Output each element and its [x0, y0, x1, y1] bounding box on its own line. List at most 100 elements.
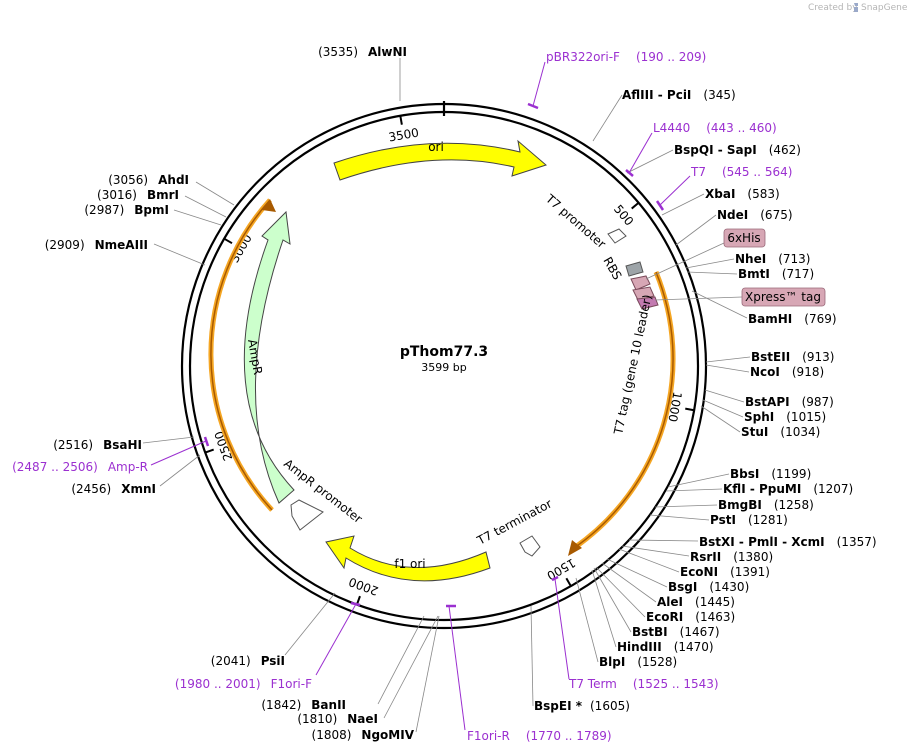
rbs-box [625, 261, 644, 277]
leader-bsteii [705, 356, 751, 363]
site-ahdi[interactable]: (3056)AhdI [108, 173, 189, 187]
f1-ori-feature[interactable] [325, 535, 491, 582]
leader-amp-r [150, 440, 207, 466]
primer-mark-t7 [655, 200, 665, 211]
t7-terminator-label: T7 terminator [474, 497, 554, 549]
site-nhei[interactable]: NheI(713) [735, 252, 810, 266]
tick-label: 500 [611, 202, 636, 229]
ampr-label: AmpR [245, 338, 265, 376]
site-banii[interactable]: (1842)BanII [261, 698, 346, 712]
site-psii[interactable]: (2041)PsiI [211, 654, 285, 668]
site-hindiii[interactable]: HindIII(1470) [617, 640, 714, 654]
primer-l4440[interactable]: L4440(443 .. 460) [653, 121, 777, 135]
site-nmeaiii[interactable]: (2909)NmeAIII [45, 238, 148, 252]
site-stui[interactable]: StuI(1034) [741, 425, 820, 439]
ampr-promoter-arrow [290, 499, 324, 531]
ampr-feature[interactable] [243, 210, 295, 504]
6xhis-tag-label: 6xHis [727, 231, 760, 245]
tick-mark [565, 577, 572, 587]
primer-mark-t7-term [551, 575, 559, 582]
leader-ecori [595, 566, 646, 618]
site-bmgbi[interactable]: BmgBI(1258) [718, 498, 814, 512]
site-kfli[interactable]: KflI - PpuMI(1207) [723, 482, 853, 496]
site-bbsi[interactable]: BbsI(1199) [730, 467, 811, 481]
leader-hindiii [591, 569, 617, 648]
site-psti[interactable]: PstI(1281) [710, 513, 788, 527]
tag-arrow-2 [632, 286, 655, 301]
site-bstxi[interactable]: BstXI - PmlI - XcmI(1357) [699, 535, 877, 549]
site-bmti[interactable]: BmtI(717) [738, 267, 814, 281]
t7-tag-arrowhead [568, 540, 582, 556]
leader-ahdi [195, 181, 235, 206]
site-ncoi[interactable]: NcoI(918) [750, 365, 824, 379]
ori-feature[interactable] [333, 139, 548, 181]
site-ngomiv[interactable]: (1808)NgoMIV [312, 728, 415, 742]
site-xbai[interactable]: XbaI(583) [705, 187, 780, 201]
site-bamhi[interactable]: BamHI(769) [748, 312, 837, 326]
site-blpi[interactable]: BlpI(1528) [599, 655, 677, 669]
leader-bmti [686, 271, 738, 275]
leader-bstxi [628, 539, 699, 542]
plasmid-name: pThom77.3 [400, 344, 488, 360]
leader-6xhis [645, 242, 725, 280]
ampr-orange-feature [210, 199, 273, 511]
site-sphi[interactable]: SphI(1015) [744, 410, 826, 424]
site-bpmi[interactable]: (2987)BpmI [84, 203, 169, 217]
t7-tag-feature[interactable] [573, 271, 674, 549]
site-bsahi[interactable]: (2516)BsaHI [53, 438, 142, 452]
xpress-tag-label: Xpress™ tag [745, 290, 821, 304]
tick-mark [685, 407, 695, 412]
t7-promoter-label: T7 promoter [542, 191, 608, 251]
leader-bstbi [593, 567, 632, 633]
site-ndei[interactable]: NdeI(675) [717, 208, 793, 222]
credit-prefix: Created by [808, 3, 858, 13]
leader-econi [618, 548, 680, 573]
leader-alei [601, 562, 657, 603]
site-econi[interactable]: EcoNI(1391) [680, 565, 770, 579]
tick-mark [204, 448, 215, 454]
site-aflIII[interactable]: AflIII - PciI(345) [622, 88, 736, 102]
leader-sphi [702, 399, 744, 418]
site-bmri[interactable]: (3016)BmrI [97, 188, 179, 202]
leader-f1ori-r [448, 605, 466, 731]
leader-bsahi [142, 436, 195, 444]
site-bspqi[interactable]: BspQI - SapI(462) [674, 143, 801, 157]
primer-t7-term[interactable]: T7 Term(1525 .. 1543) [568, 677, 719, 691]
rbs-label: RBS [600, 255, 624, 283]
leader-f1ori-f [315, 603, 357, 676]
tick-label: 1500 [544, 555, 577, 582]
leader-rsrii [621, 545, 690, 557]
leader-bamhi [691, 290, 748, 319]
site-bstapi[interactable]: BstAPI(987) [745, 395, 834, 409]
primer-sites: pBR322ori-F(190 .. 209) L4440(443 .. 460… [12, 50, 792, 743]
site-bspei[interactable]: BspEI *(1605) [534, 699, 630, 713]
leader-bmri [184, 195, 227, 218]
credit-brand: SnapGene [861, 3, 907, 13]
primer-f1ori-r[interactable]: F1ori-R(1770 .. 1789) [467, 729, 612, 743]
leader-xbai [661, 193, 705, 216]
xpress-tag-box[interactable] [741, 287, 826, 307]
site-xmni[interactable]: (2456)XmnI [71, 482, 156, 496]
leader-bspei [530, 605, 534, 707]
site-alei[interactable]: AleI(1445) [657, 595, 735, 609]
site-bsgi[interactable]: BsgI(1430) [668, 580, 749, 594]
leader-l4440 [628, 132, 653, 174]
primer-t7[interactable]: T7(545 .. 564) [690, 165, 792, 179]
site-ecori[interactable]: EcoRI(1463) [646, 610, 735, 624]
t7-terminator-arrow [519, 535, 541, 557]
tick-mark [399, 115, 403, 125]
primer-pbr322ori-f[interactable]: pBR322ori-F(190 .. 209) [546, 50, 706, 64]
f1-ori-label: f1 ori [394, 557, 425, 571]
primer-amp-r[interactable]: (2487 .. 2506)Amp-R [12, 460, 148, 474]
leader-nmeaiii [153, 243, 206, 266]
site-alwni[interactable]: (3535)AlwNI [318, 45, 407, 59]
site-bstbi[interactable]: BstBI(1467) [632, 625, 720, 639]
6xhis-tag-box[interactable] [723, 228, 766, 248]
site-naei[interactable]: (1810)NaeI [297, 712, 378, 726]
leader-t7 [659, 175, 691, 206]
site-bsteii[interactable]: BstEII(913) [751, 350, 834, 364]
primer-f1ori-f[interactable]: (1980 .. 2001)F1ori-F [175, 677, 312, 691]
snapgene-logo-icon [854, 3, 858, 12]
site-rsrii[interactable]: RsrII(1380) [690, 550, 773, 564]
backbone [180, 101, 708, 630]
